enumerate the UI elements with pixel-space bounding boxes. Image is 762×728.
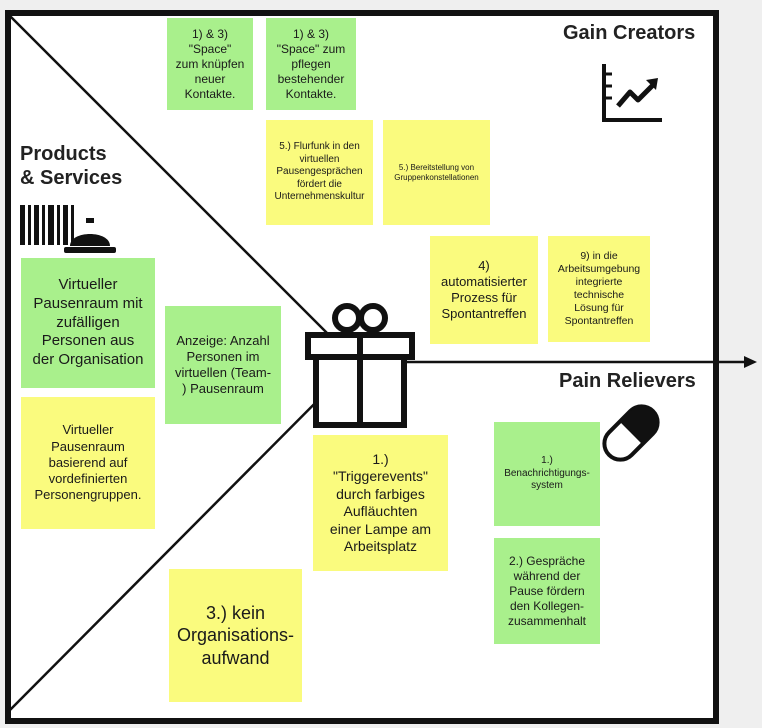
note-gruppenkonstellationen: 5.) Bereitstellung von Gruppenkonstellat… (383, 120, 490, 225)
note-kein-organisationsaufwand: 3.) kein Organisations- aufwand (169, 569, 302, 702)
note-benachrichtigungssystem: 1.) Benachrichtigungs- system (494, 422, 600, 526)
gain-creators-heading: Gain Creators (563, 22, 696, 44)
chart-icon (602, 64, 662, 122)
note-space-new-contacts: 1) & 3) "Space" zum knüpfen neuer Kontak… (167, 18, 253, 110)
diagonal-upper-line (7, 13, 357, 363)
diagonal-lower-line (7, 361, 357, 713)
products-services-heading: Products & Services (20, 143, 123, 189)
note-virtueller-pausenraum-zufall: Virtueller Pausenraum mit zufälligen Per… (21, 258, 155, 388)
pill-icon (602, 404, 660, 462)
note-anzeige-anzahl: Anzeige: Anzahl Personen im virtuellen (… (165, 306, 281, 424)
note-arbeitsumgebung: 9) in die Arbeitsumgebung integrierte te… (548, 236, 650, 342)
note-gespraeche-pause: 2.) Gespräche während der Pause fördern … (494, 538, 600, 644)
note-automatisierter-prozess: 4) automatisierter Prozess für Spontantr… (430, 236, 538, 344)
gift-icon (305, 303, 415, 428)
note-triggerevents: 1.) "Triggerevents" durch farbiges Auflä… (313, 435, 448, 571)
note-space-existing-contacts: 1) & 3) "Space" zum pflegen bestehender … (266, 18, 356, 110)
barcode-icon (20, 205, 74, 245)
note-virtueller-pausenraum-gruppen: Virtueller Pausenraum basierend auf vord… (21, 397, 155, 529)
note-flurfunk: 5.) Flurfunk in den virtuellen Pausenges… (266, 120, 373, 225)
pain-relievers-heading: Pain Relievers (559, 370, 696, 392)
service-bell-icon (64, 218, 116, 253)
arrow-icon (744, 356, 757, 368)
